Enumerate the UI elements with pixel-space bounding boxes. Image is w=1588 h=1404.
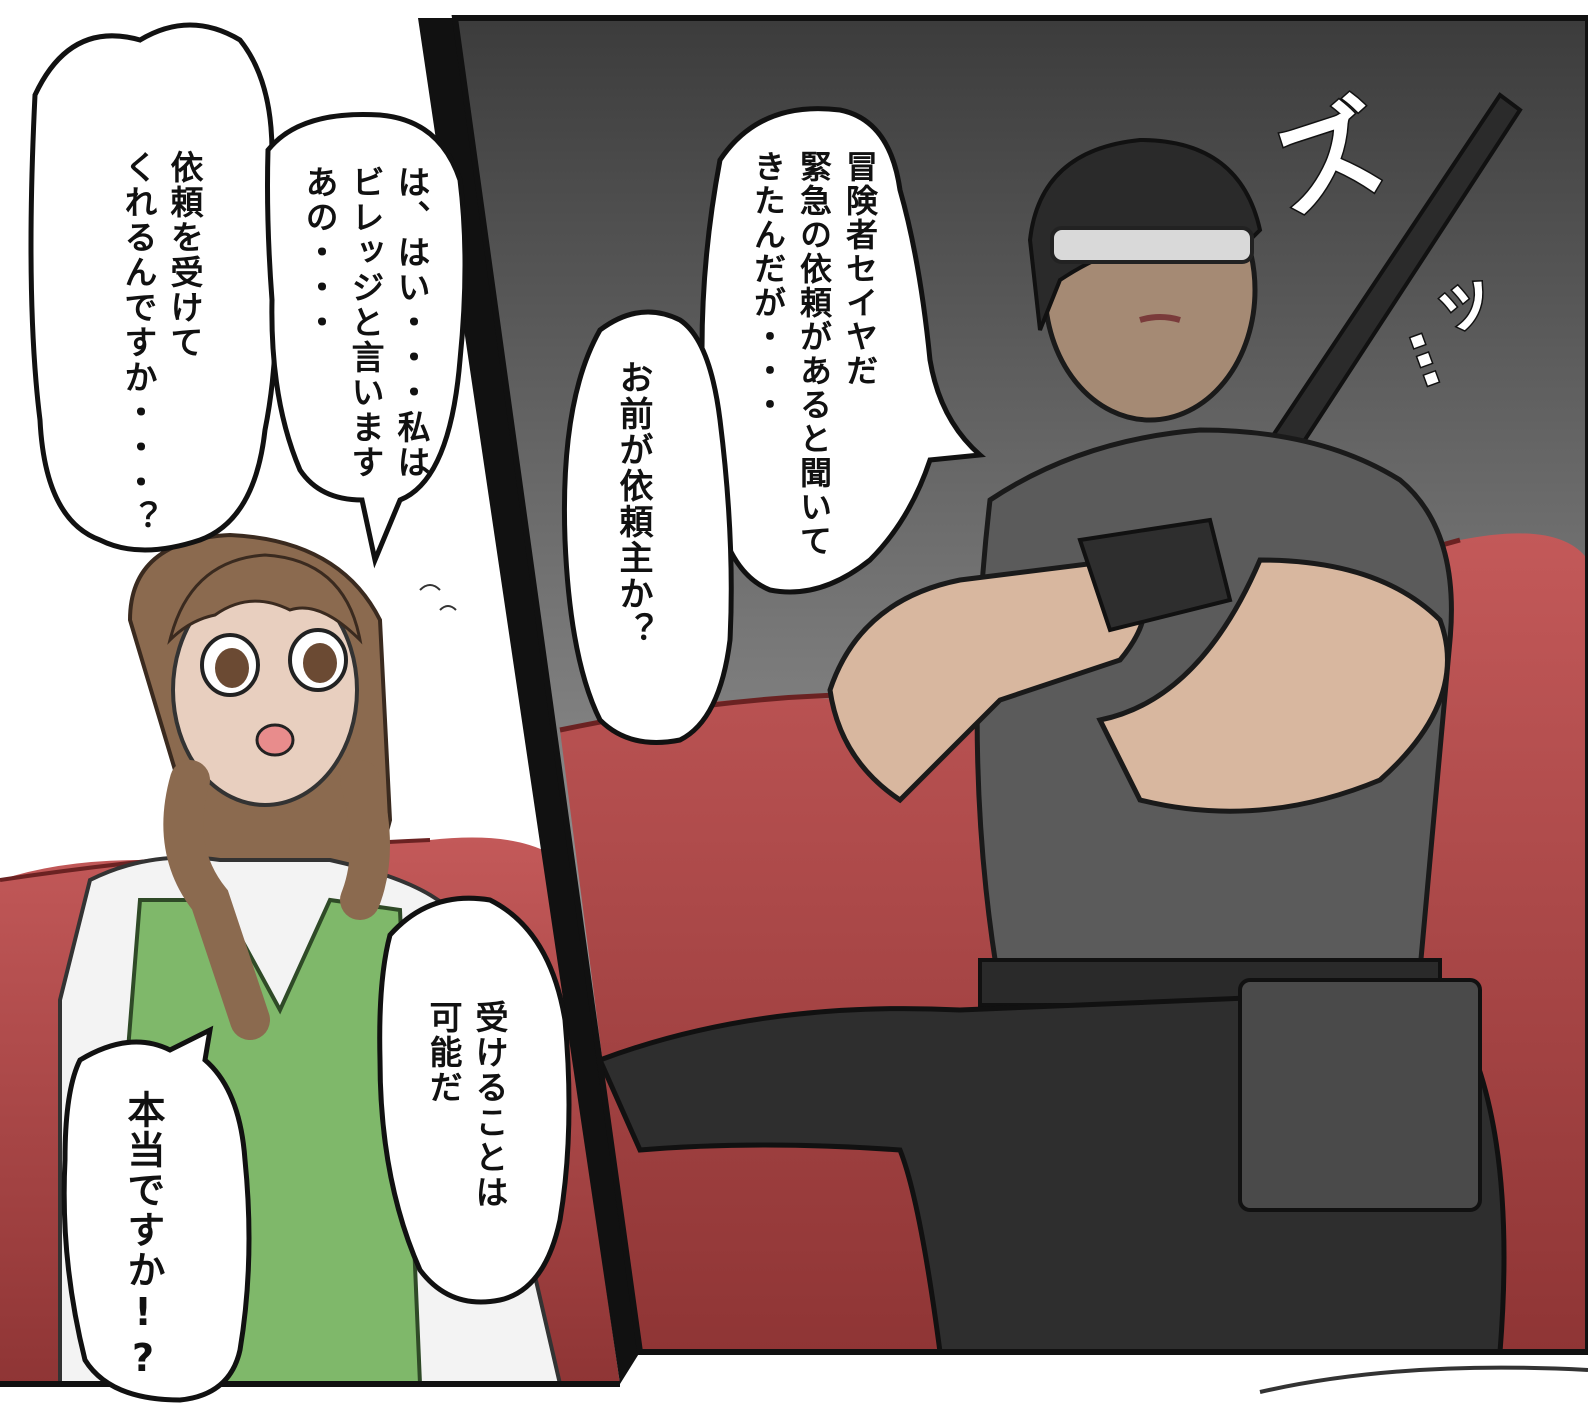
right-panel-art [455, 18, 1588, 1352]
bubble-top-left [28, 22, 279, 553]
bubble-bottom-left [61, 1025, 252, 1403]
speech-lower-right: お前が依頼主か？ [613, 360, 653, 648]
panel-gutter [418, 18, 640, 1384]
speech-upper-right: 冒険者セイヤだ 緊急の依頼があると聞いて きたんだが・・・ [749, 150, 879, 558]
bubble-bottom-right [377, 895, 572, 1305]
pouch [1238, 978, 1482, 1212]
bubble-top-center [265, 111, 468, 569]
speech-top-center: は、はい・・・私は ビレッジと言います あの・・・ [300, 165, 431, 480]
headband [1050, 226, 1254, 264]
speech-top-left: 依頼を受けて くれるんですか・・・？ [119, 150, 204, 535]
glove [1077, 517, 1233, 633]
speech-bottom-left: 本当ですか!? [121, 1090, 165, 1382]
bubble-lower-right [561, 309, 734, 745]
speech-bottom-right: 受けることは 可能だ [424, 1000, 509, 1210]
